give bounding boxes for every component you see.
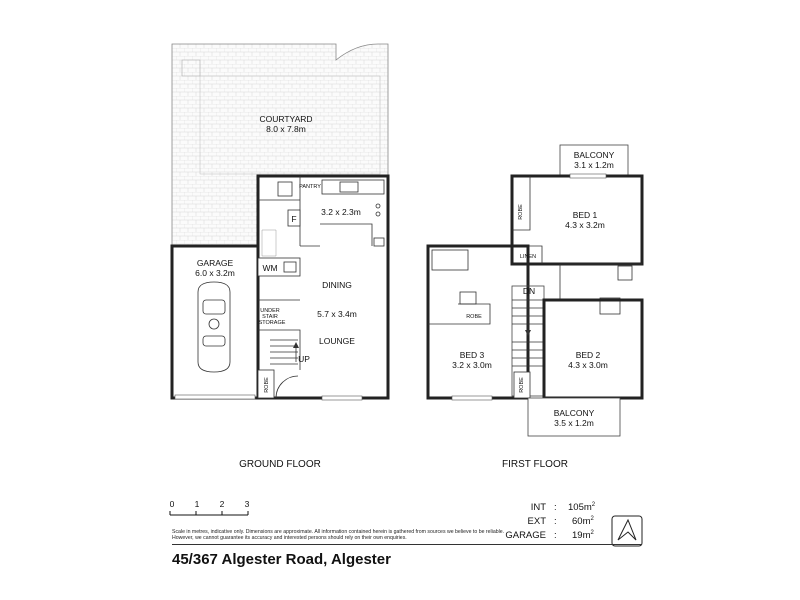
scale-tick-0: 0 bbox=[170, 499, 175, 509]
area-ext-sep: : bbox=[554, 516, 557, 527]
balcony-bottom-size: 3.5 x 1.2m bbox=[554, 418, 594, 428]
under-stair-label-3: STORAGE bbox=[259, 320, 286, 326]
bed2-size: 4.3 x 3.0m bbox=[568, 360, 608, 370]
area-int-unit: 2 bbox=[591, 502, 596, 508]
under-stair-label-2: STAIR bbox=[262, 314, 278, 320]
first-floor bbox=[426, 144, 644, 437]
area-int-sep: : bbox=[554, 502, 557, 513]
balcony-top-size: 3.1 x 1.2m bbox=[574, 160, 614, 170]
area-int: INT : 105m2 bbox=[520, 502, 606, 514]
area-int-label: INT bbox=[530, 502, 546, 513]
scale-tick-1: 1 bbox=[195, 499, 200, 509]
robe-bed2-label: ROBE bbox=[519, 377, 525, 393]
bed3-name: BED 3 bbox=[460, 350, 485, 360]
balcony-bottom-name: BALCONY bbox=[554, 408, 595, 418]
bed2-name: BED 2 bbox=[576, 350, 601, 360]
fridge-label: F bbox=[291, 214, 296, 224]
first-floor-title: FIRST FLOOR bbox=[502, 459, 568, 470]
under-stair-label-1: UNDER bbox=[260, 308, 280, 314]
balcony-top-name: BALCONY bbox=[574, 150, 615, 160]
ground-floor bbox=[170, 43, 390, 401]
up-label: UP bbox=[298, 354, 310, 364]
area-garage-sep: : bbox=[554, 530, 557, 541]
area-ext-value: 60m bbox=[572, 516, 591, 528]
scale-tick-3: 3 bbox=[245, 499, 250, 509]
bed2-room bbox=[542, 298, 644, 400]
area-garage: GARAGE : 19m2 bbox=[505, 530, 606, 542]
pantry-label: PANTRY bbox=[299, 184, 321, 190]
kitchen-size: 3.2 x 2.3m bbox=[321, 207, 361, 217]
area-ext: EXT : 60m2 bbox=[520, 516, 606, 528]
bed1-size: 4.3 x 3.2m bbox=[565, 220, 605, 230]
property-address: 45/367 Algester Road, Algester bbox=[172, 551, 391, 568]
balcony-bottom bbox=[527, 397, 621, 437]
garage-name: GARAGE bbox=[197, 258, 234, 268]
courtyard-name: COURTYARD bbox=[259, 114, 312, 124]
wm-label: WM bbox=[262, 263, 277, 273]
robe-ground-label: ROBE bbox=[264, 377, 270, 393]
courtyard-size: 8.0 x 7.8m bbox=[266, 124, 306, 134]
north-arrow-icon bbox=[611, 515, 643, 547]
scale-tick-2: 2 bbox=[220, 499, 225, 509]
dn-label: DN bbox=[523, 286, 535, 296]
area-ext-label: EXT bbox=[527, 516, 546, 527]
area-garage-value: 19m bbox=[572, 530, 591, 542]
robe-bed1-label: ROBE bbox=[518, 204, 524, 220]
garage-size: 6.0 x 3.2m bbox=[195, 268, 235, 278]
robe-bath-label: ROBE bbox=[466, 314, 482, 320]
disclaimer-text: Scale in metres, indicative only. Dimens… bbox=[172, 529, 505, 542]
footer-divider bbox=[172, 544, 642, 545]
dining-lounge-size: 5.7 x 3.4m bbox=[317, 309, 357, 319]
bed3-size: 3.2 x 3.0m bbox=[452, 360, 492, 370]
linen-label: LINEN bbox=[520, 254, 536, 260]
dining-label: DINING bbox=[322, 280, 352, 290]
area-garage-label: GARAGE bbox=[505, 530, 546, 541]
ground-floor-title: GROUND FLOOR bbox=[239, 459, 321, 470]
area-int-value: 105m bbox=[568, 502, 592, 514]
area-ext-unit: 2 bbox=[590, 516, 594, 522]
scale-bar: 0 1 2 3 bbox=[169, 499, 250, 516]
car-icon bbox=[197, 281, 231, 373]
area-garage-unit: 2 bbox=[590, 530, 594, 536]
lounge-label: LOUNGE bbox=[319, 336, 355, 346]
bed1-name: BED 1 bbox=[573, 210, 598, 220]
